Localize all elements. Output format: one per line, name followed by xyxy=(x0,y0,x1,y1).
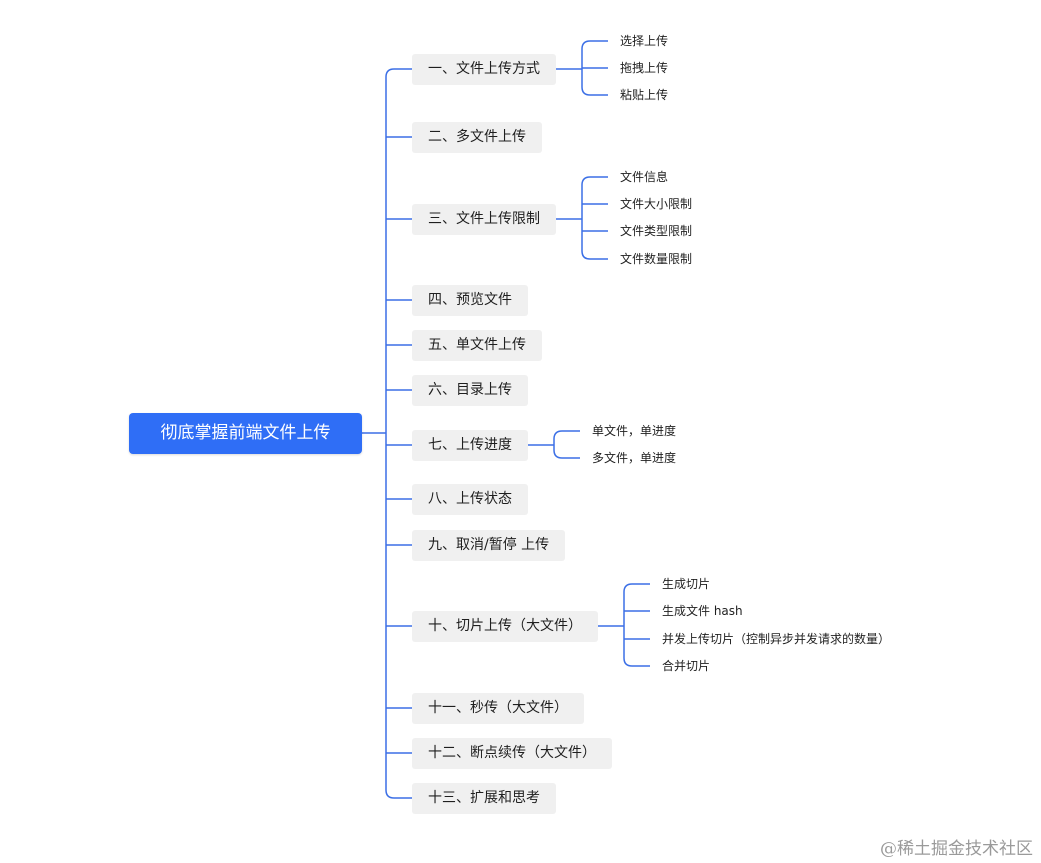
sub-connector-1-3 xyxy=(581,86,608,96)
leaf-file-count-limit[interactable]: 文件数量限制 xyxy=(620,252,693,266)
watermark: @稀土掘金技术社区 xyxy=(880,839,1033,859)
branch-multi-file-upload[interactable]: 二、多文件上传 xyxy=(412,122,542,153)
sub-connector-1-1 xyxy=(581,40,608,50)
sub-connector-3-4 xyxy=(581,250,608,260)
leaf-single-file-progress[interactable]: 单文件，单进度 xyxy=(592,424,677,438)
branch-upload-methods[interactable]: 一、文件上传方式 xyxy=(412,54,556,85)
leaf-paste-upload[interactable]: 粘贴上传 xyxy=(620,88,669,102)
branch-instant-upload[interactable]: 十一、秒传（大文件） xyxy=(412,693,584,724)
mindmap-root-node[interactable]: 彻底掌握前端文件上传 xyxy=(129,413,362,454)
leaf-file-type-limit[interactable]: 文件类型限制 xyxy=(620,224,693,238)
branch-cancel-pause-upload[interactable]: 九、取消/暂停 上传 xyxy=(412,530,566,561)
leaf-generate-chunks[interactable]: 生成切片 xyxy=(662,577,711,591)
sub-connector-7-1 xyxy=(553,430,580,440)
leaf-drag-upload[interactable]: 拖拽上传 xyxy=(620,61,669,75)
branch-upload-status[interactable]: 八、上传状态 xyxy=(412,484,528,515)
sub-connector-10-1 xyxy=(623,583,650,593)
leaf-multi-file-progress[interactable]: 多文件，单进度 xyxy=(592,451,677,465)
sub-connector-3-1 xyxy=(581,176,608,186)
sub-connector-10-4 xyxy=(623,657,650,667)
leaf-select-upload[interactable]: 选择上传 xyxy=(620,34,669,48)
branch-resumable-upload[interactable]: 十二、断点续传（大文件） xyxy=(412,738,612,769)
branch-connector-1 xyxy=(385,68,412,78)
leaf-concurrent-chunk-upload[interactable]: 并发上传切片（控制异步并发请求的数量） xyxy=(662,632,891,646)
leaf-file-size-limit[interactable]: 文件大小限制 xyxy=(620,197,693,211)
leaf-file-info[interactable]: 文件信息 xyxy=(620,170,669,184)
branch-extensions-thoughts[interactable]: 十三、扩展和思考 xyxy=(412,783,556,814)
branch-directory-upload[interactable]: 六、目录上传 xyxy=(412,375,528,406)
leaf-generate-file-hash[interactable]: 生成文件 hash xyxy=(662,604,743,618)
leaf-merge-chunks[interactable]: 合并切片 xyxy=(662,659,711,673)
branch-upload-progress[interactable]: 七、上传进度 xyxy=(412,430,528,461)
branch-connector-13 xyxy=(385,789,412,799)
branch-single-file-upload[interactable]: 五、单文件上传 xyxy=(412,330,542,361)
sub-connector-7-2 xyxy=(553,449,580,459)
branch-upload-limits[interactable]: 三、文件上传限制 xyxy=(412,204,556,235)
branch-preview-file[interactable]: 四、预览文件 xyxy=(412,285,528,316)
branch-chunk-upload[interactable]: 十、切片上传（大文件） xyxy=(412,611,598,642)
